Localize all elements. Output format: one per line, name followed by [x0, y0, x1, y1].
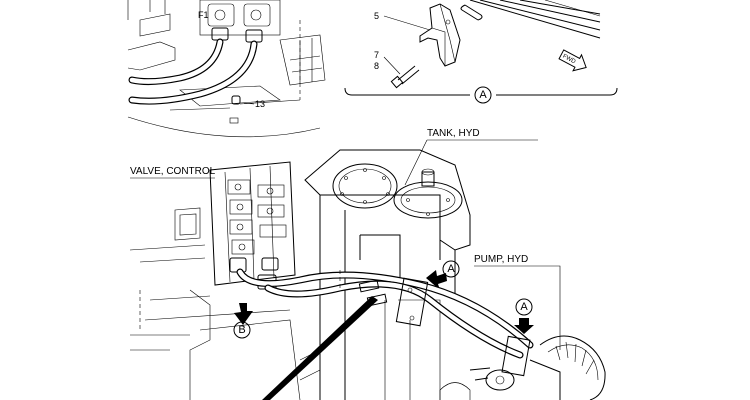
callout-8: 8 [374, 61, 379, 71]
callout-13: 13 [255, 99, 265, 109]
fwd-arrow: FWD [558, 49, 587, 72]
arrow-b-valve [234, 303, 253, 325]
hydraulic-pump [439, 335, 606, 400]
view-a-pump-label: A [520, 301, 528, 313]
hose-clamp-pump [501, 335, 531, 377]
view-a-tank-label: A [447, 263, 455, 275]
label-tank-hyd: TANK, HYD [427, 128, 480, 139]
arrow-a-pump [514, 318, 534, 334]
view-b-valve-circle [233, 321, 251, 339]
view-b-valve-label: B [238, 324, 245, 336]
detail-a-panel: A 5 7 8 FWD [344, 0, 618, 104]
view-a-detail-label: A [479, 89, 487, 101]
arrow-a-tank [426, 270, 447, 290]
callout-7: 7 [374, 50, 379, 60]
svg-text:F1: F1 [198, 10, 209, 20]
callout-5: 5 [374, 11, 379, 21]
pointer-arrow [262, 296, 378, 400]
label-valve-control: VALVE, CONTROL [130, 166, 216, 177]
hose-clamp-tank [395, 277, 429, 327]
detail-boundary-arc [127, 116, 321, 138]
top-left-detail: F1 13 [127, 0, 326, 138]
view-a-detail-circle [474, 86, 492, 104]
view-a-tank-circle [442, 260, 460, 278]
view-a-pump-circle [515, 298, 533, 316]
label-pump-hyd: PUMP, HYD [474, 254, 528, 265]
main-assembly: TANK, HYD VALVE, CONTROL PUMP, HYD A [129, 128, 606, 400]
